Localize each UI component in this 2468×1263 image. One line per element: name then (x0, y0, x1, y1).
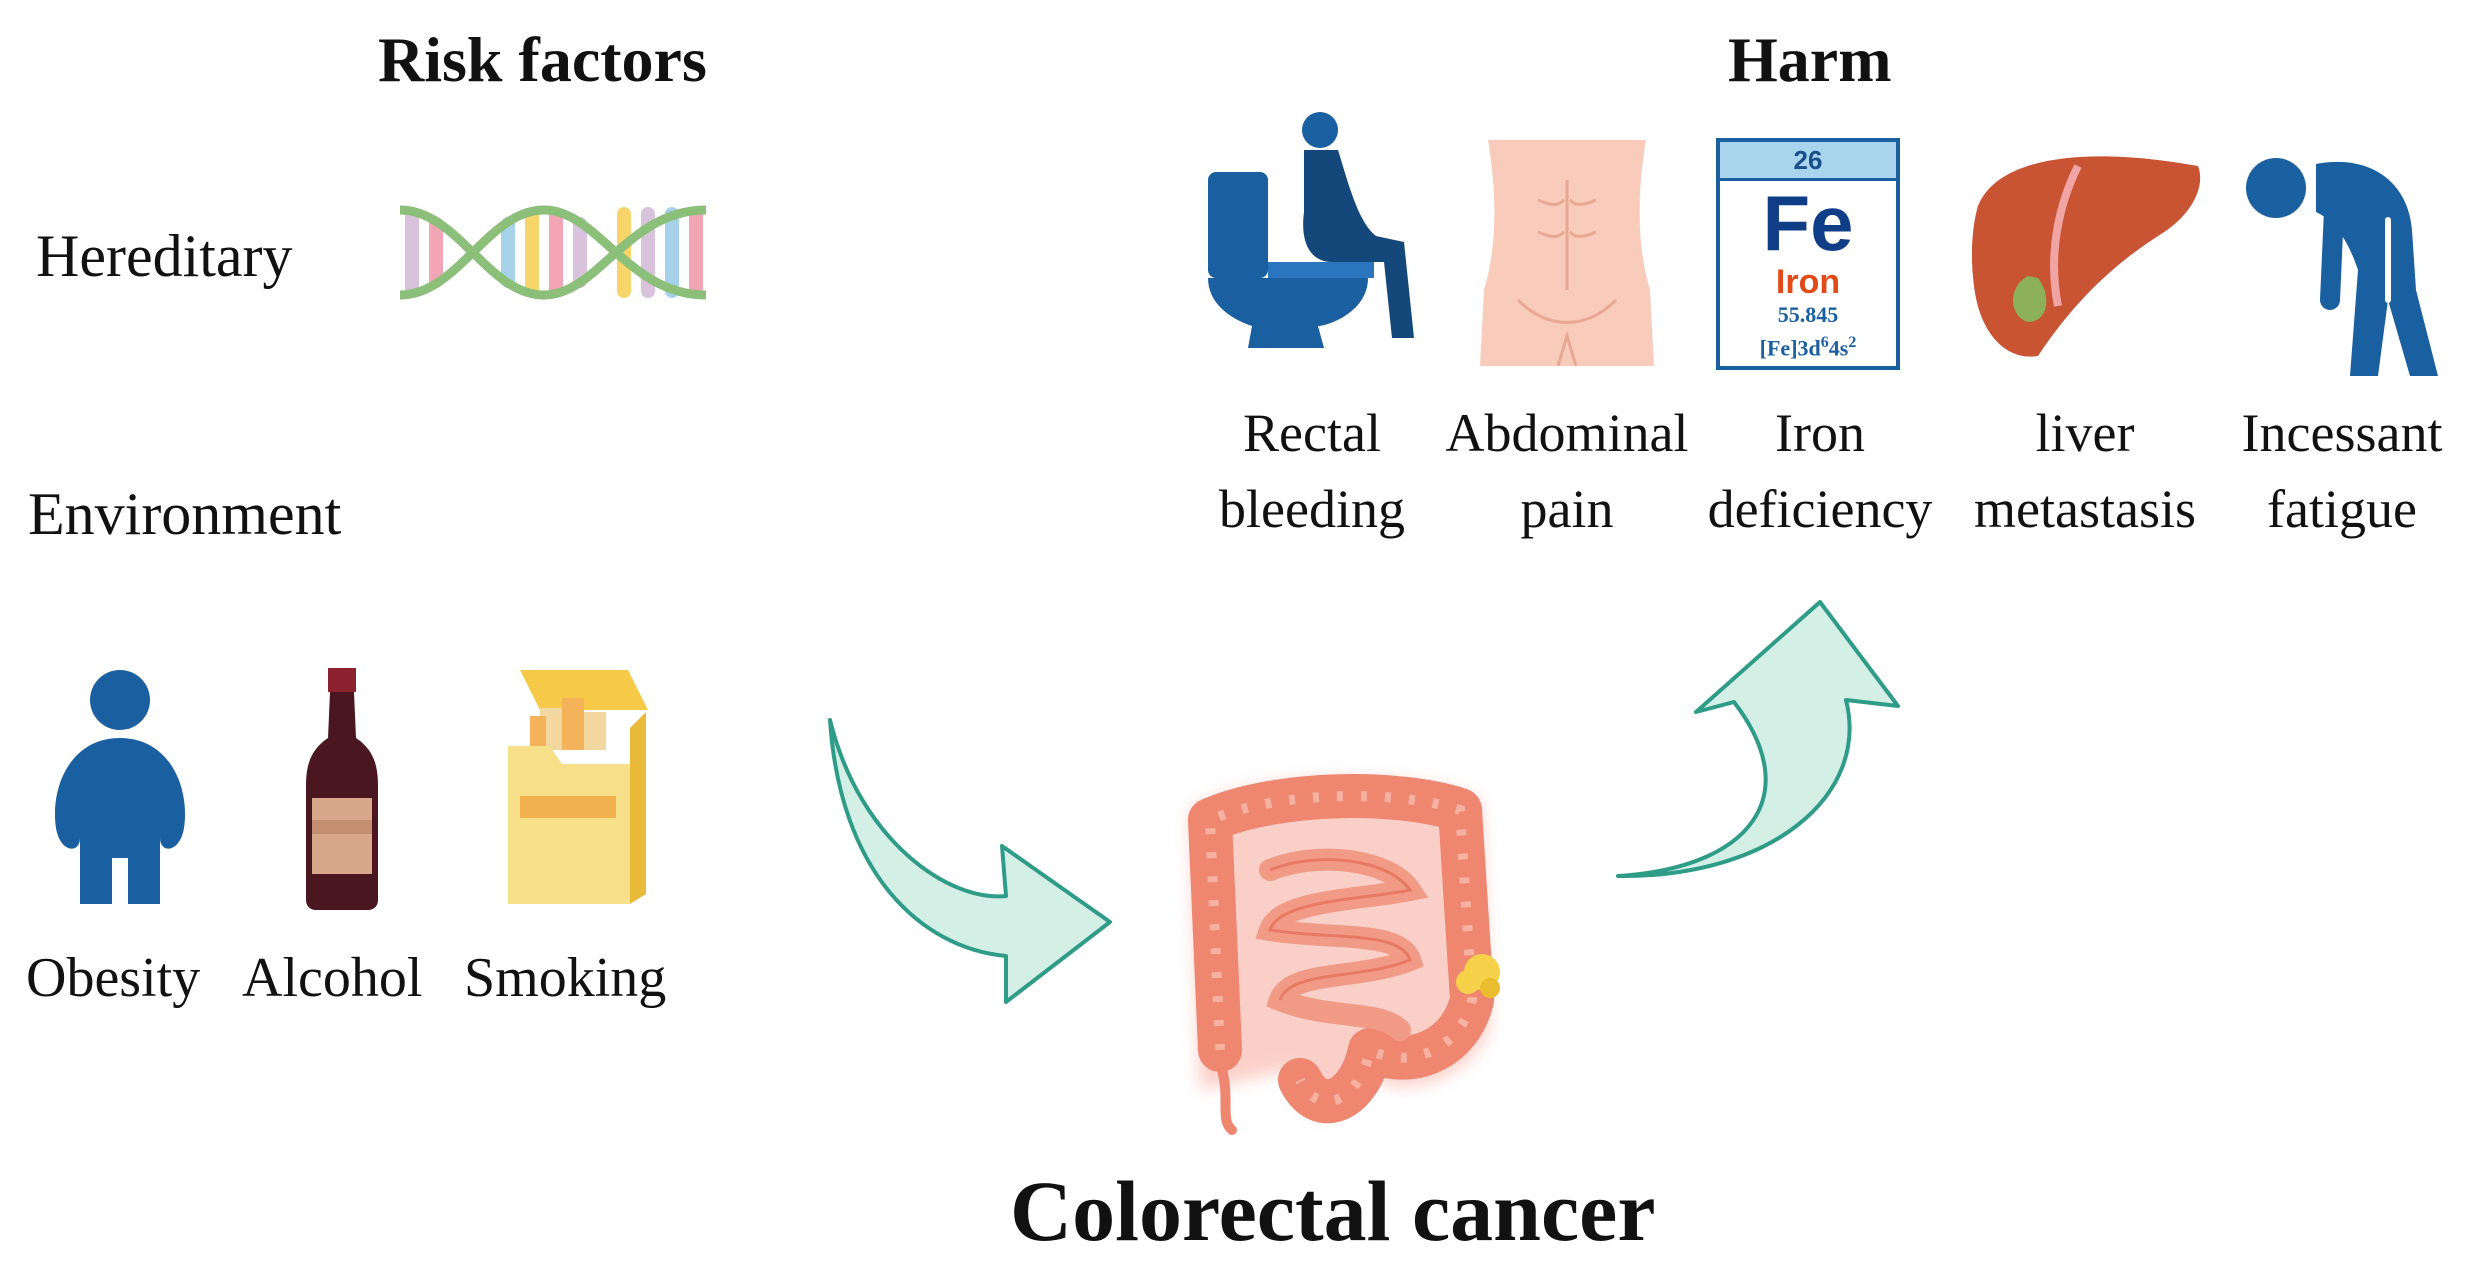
environment-label: Environment (28, 481, 342, 547)
abdomen-icon (1478, 140, 1656, 366)
arrow-to-cancer (820, 712, 1120, 1012)
iron-atomic-number: 26 (1720, 142, 1896, 181)
iron-mass: 55.845 (1777, 302, 1839, 327)
iron-name: Iron (1775, 263, 1841, 301)
harm-title: Harm (1728, 24, 1892, 95)
harm-label-iron-deficiency: Iron deficiency (1690, 395, 1950, 547)
iron-config: [Fe]3d64s2 (1720, 331, 1896, 360)
iron-config-sup1: 6 (1820, 334, 1829, 351)
harm-label-line1: liver (2035, 403, 2135, 463)
harm-label-line2: fatigue (2267, 479, 2417, 539)
smoking-label: Smoking (464, 947, 667, 1009)
harm-label-line2: metastasis (1974, 479, 2196, 539)
cigarette-pack-icon (500, 668, 650, 908)
iron-element-tile: 26 Fe Iron 55.845 [Fe]3d64s2 (1716, 138, 1900, 370)
harm-label-line1: Incessant (2241, 403, 2443, 463)
obesity-icon (50, 668, 190, 908)
alcohol-label: Alcohol (242, 947, 423, 1009)
iron-config-base: [Fe]3d (1759, 335, 1821, 361)
harm-label-line2: pain (1520, 479, 1614, 539)
risk-factors-title: Risk factors (378, 24, 707, 95)
wine-bottle-icon (302, 668, 382, 910)
arrow-to-harm (1610, 596, 1910, 890)
toilet-icon (1208, 112, 1418, 348)
obesity-label: Obesity (26, 947, 201, 1009)
harm-label-abdominal-pain: Abdominal pain (1424, 395, 1710, 547)
harm-label-line2: deficiency (1707, 479, 1933, 539)
hereditary-label: Hereditary (36, 223, 293, 289)
dna-icon (398, 200, 708, 305)
harm-label-line1: Rectal (1243, 403, 1381, 463)
iron-config-sup2: 2 (1848, 334, 1857, 351)
iron-symbol: Fe (1762, 179, 1854, 267)
harm-label-line1: Iron (1775, 403, 1865, 463)
liver-icon (1968, 146, 2208, 366)
colon-icon (1160, 750, 1530, 1150)
iron-config-mid: 4s (1828, 335, 1849, 361)
harm-label-rectal-bleeding: Rectal bleeding (1192, 395, 1432, 547)
harm-label-line1: Abdominal (1445, 403, 1689, 463)
harm-label-line2: bleeding (1219, 479, 1405, 539)
colorectal-cancer-title: Colorectal cancer (1010, 1163, 1656, 1259)
fatigue-person-icon (2238, 150, 2448, 376)
harm-label-incessant-fatigue: Incessant fatigue (2220, 395, 2464, 547)
harm-label-liver-metastasis: liver metastasis (1950, 395, 2220, 547)
